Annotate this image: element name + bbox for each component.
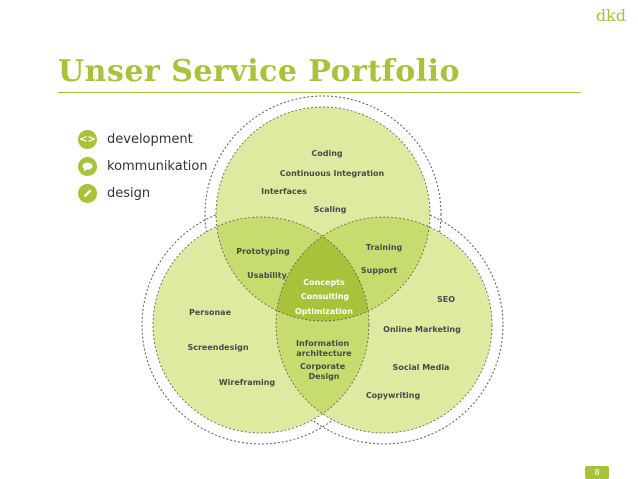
legend-label-kommunikation: kommunikation bbox=[107, 159, 208, 174]
overlap-center bbox=[276, 217, 369, 321]
inner-border-kommunikation bbox=[275, 216, 493, 434]
label-continuous-integration: Continuous Integration bbox=[280, 169, 385, 178]
brand-logo: dkd bbox=[595, 6, 626, 25]
label-consulting: Consulting bbox=[301, 292, 350, 301]
speech-bubble-icon bbox=[78, 157, 97, 176]
legend-label-design: design bbox=[107, 186, 151, 201]
label-prototyping: Prototyping bbox=[236, 247, 290, 256]
label-interfaces: Interfaces bbox=[261, 187, 307, 196]
label-seo: SEO bbox=[437, 295, 455, 304]
label-coding: Coding bbox=[311, 149, 343, 158]
inner-border-development bbox=[215, 106, 431, 322]
legend-item-development: <> development bbox=[78, 126, 208, 153]
label-personae: Personae bbox=[189, 308, 232, 317]
label-screendesign: Screendesign bbox=[187, 343, 248, 352]
label-information-architecture: Information architecture bbox=[296, 339, 352, 358]
page-title: Unser Service Portfolio bbox=[58, 54, 461, 89]
page-number: 8 bbox=[585, 466, 609, 479]
label-wireframing: Wireframing bbox=[219, 378, 276, 387]
label-training: Training bbox=[366, 243, 403, 252]
legend: <> development kommunikation design bbox=[78, 126, 208, 207]
label-online-marketing: Online Marketing bbox=[383, 325, 461, 334]
legend-item-kommunikation: kommunikation bbox=[78, 153, 208, 180]
pencil-icon bbox=[78, 184, 97, 203]
legend-item-design: design bbox=[78, 180, 208, 207]
legend-label-development: development bbox=[107, 132, 193, 147]
code-icon: <> bbox=[78, 130, 97, 149]
label-optimization: Optimization bbox=[295, 307, 353, 316]
label-usability: Usability bbox=[247, 271, 287, 280]
label-social-media: Social Media bbox=[393, 363, 450, 372]
label-scaling: Scaling bbox=[314, 205, 347, 214]
label-support: Support bbox=[361, 266, 397, 275]
title-divider bbox=[58, 92, 581, 93]
label-copywriting: Copywriting bbox=[366, 391, 421, 400]
inner-border-design bbox=[152, 216, 370, 434]
label-concepts: Concepts bbox=[303, 278, 345, 287]
label-corporate-design: Corporate Design bbox=[300, 362, 348, 381]
